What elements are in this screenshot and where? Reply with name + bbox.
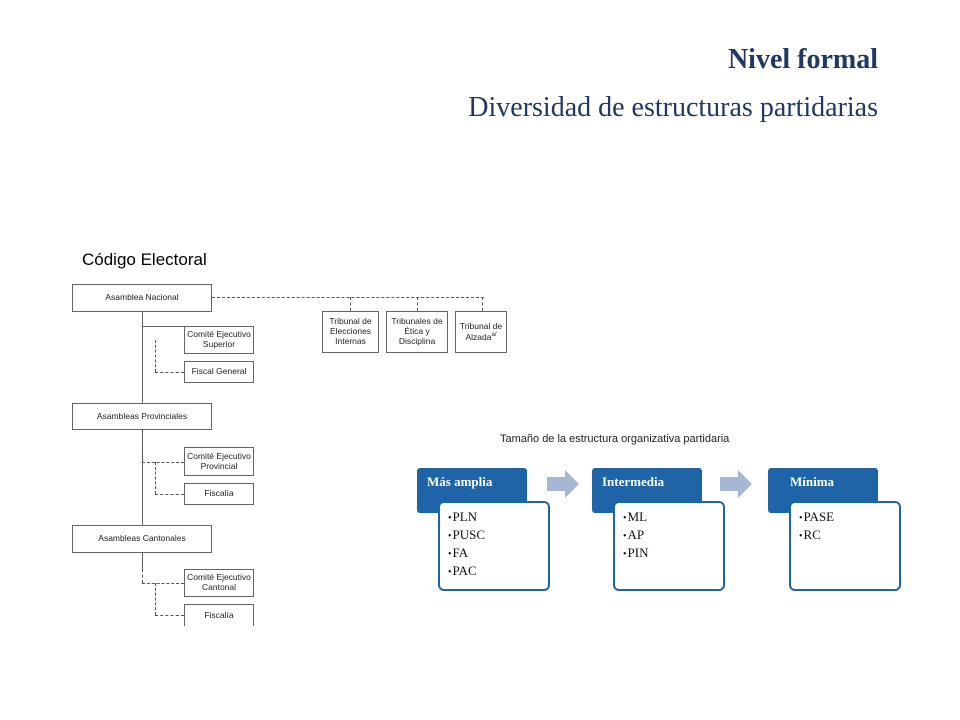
list-item: PASE bbox=[799, 509, 895, 527]
tribunal-connector-h bbox=[212, 297, 484, 298]
connector-prov-h bbox=[142, 462, 184, 463]
page-title: Nivel formal bbox=[727, 44, 878, 75]
list-item: PUSC bbox=[448, 527, 544, 545]
size-diagram-title: Tamaño de la estructura organizativa par… bbox=[500, 433, 730, 445]
list-item: AP bbox=[623, 527, 719, 545]
box-fiscalia-cantonal: Fiscalía bbox=[184, 604, 254, 626]
box-tribunales-etica: Tribunales de Ética y Disciplina bbox=[386, 311, 448, 353]
tribunal-connector-v3 bbox=[482, 297, 483, 311]
box-tribunal-elecciones: Tribunal de Elecciones Internas bbox=[322, 311, 379, 353]
box-fiscalia-provincial: Fiscalía bbox=[184, 483, 254, 505]
list-item: RC bbox=[799, 527, 895, 545]
box-asambleas-provinciales: Asambleas Provinciales bbox=[72, 403, 212, 430]
box-comite-cantonal: Comité Ejecutivo Cantonal bbox=[184, 569, 254, 597]
box-comite-provincial: Comité Ejecutivo Provincial bbox=[184, 447, 254, 476]
list-item: FA bbox=[448, 545, 544, 563]
column-card-intermedia: ML AP PIN bbox=[613, 501, 725, 591]
connector-fiscalia-prov-h bbox=[155, 494, 184, 495]
connector-fiscalia-cant-h bbox=[155, 615, 184, 616]
connector-superior bbox=[142, 326, 184, 327]
list-item: PIN bbox=[623, 545, 719, 563]
arrow-right-icon bbox=[720, 470, 752, 498]
page-subtitle: Diversidad de estructuras partidarias bbox=[468, 92, 878, 123]
column-card-minima: PASE RC bbox=[789, 501, 901, 591]
connector-fiscalia-cant-v bbox=[155, 583, 156, 615]
arrow-right-icon bbox=[547, 470, 579, 498]
box-asambleas-cantonales: Asambleas Cantonales bbox=[72, 525, 212, 553]
list-item: PAC bbox=[448, 563, 544, 581]
connector-fiscalia-prov-v bbox=[155, 462, 156, 494]
tribunal-connector-v2 bbox=[417, 297, 418, 311]
box-tribunal-alzada: Tribunal de Alzadaa/ bbox=[455, 311, 507, 353]
connector-cant-h bbox=[142, 583, 184, 584]
box-fiscal-general: Fiscal General bbox=[184, 361, 254, 383]
connector-cant-v bbox=[142, 553, 143, 583]
connector-prov-v bbox=[142, 430, 143, 462]
connector-fiscal-h bbox=[155, 372, 184, 373]
list-item: ML bbox=[623, 509, 719, 527]
column-card-mas-amplia: PLN PUSC FA PAC bbox=[438, 501, 550, 591]
list-item: PLN bbox=[448, 509, 544, 527]
org-chart-title: Código Electoral bbox=[82, 250, 207, 269]
connector-fiscal-v bbox=[155, 340, 156, 372]
box-comite-superior: Comité Ejecutivo Superior bbox=[184, 326, 254, 354]
box-asamblea-nacional: Asamblea Nacional bbox=[72, 284, 212, 312]
tribunal-connector-v1 bbox=[350, 297, 351, 311]
